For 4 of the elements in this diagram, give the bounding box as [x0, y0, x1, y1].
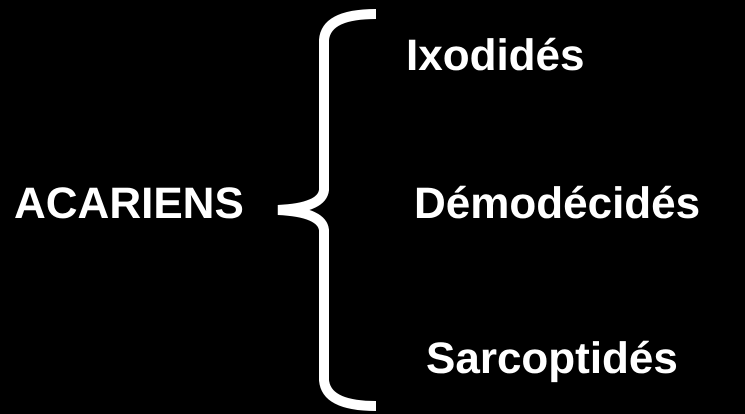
- group-label: Démodécidés: [414, 182, 700, 226]
- group-label: Sarcoptidés: [426, 337, 678, 381]
- group-label: ACARIENS: [14, 182, 244, 226]
- group-label: Ixodidés: [406, 34, 584, 78]
